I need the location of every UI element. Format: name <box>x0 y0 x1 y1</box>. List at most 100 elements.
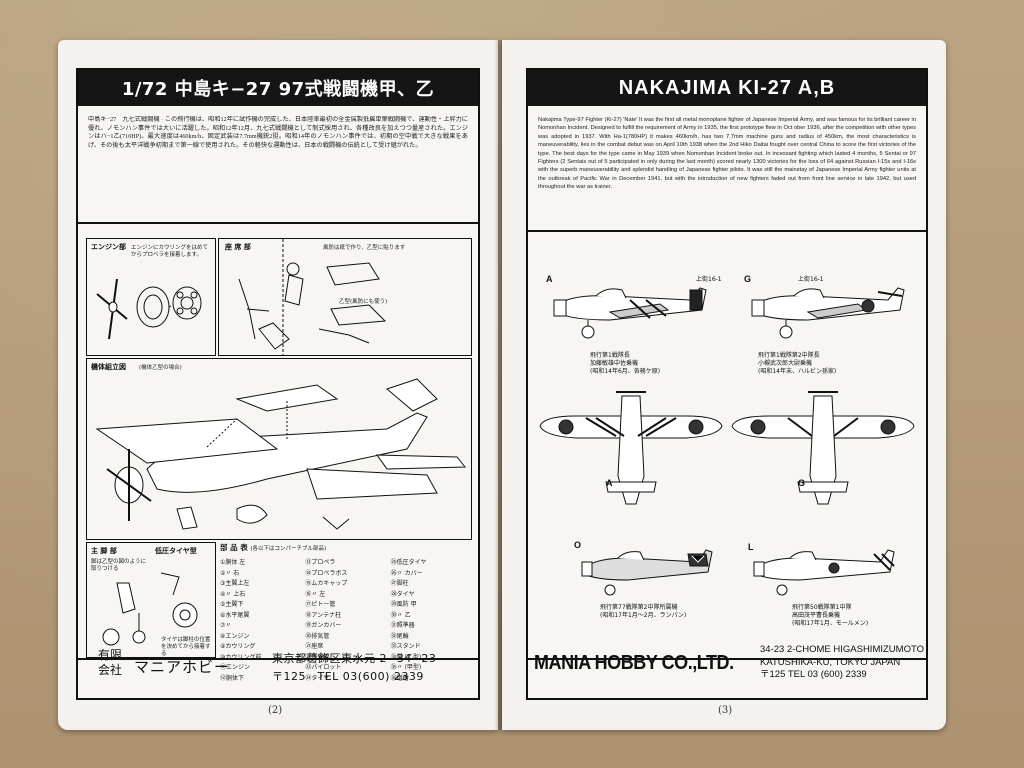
parts-list-item: ⑰ピトー管 <box>305 601 336 608</box>
parts-list-item: ④〃 上右 <box>220 590 246 598</box>
parts-list-item: ⑯〃 左 <box>305 590 326 598</box>
parts-list-item: ㉜尾輪 <box>390 632 409 640</box>
engine-diagram <box>96 278 202 340</box>
parts-list-item: ①胴体 左 <box>220 559 246 566</box>
instruction-booklet: 1/72 中島キ−27 97式戦闘機甲、乙 中島キ−27 九七式戦闘機 · この… <box>58 40 958 740</box>
parts-list-item: ㉔タイヤ <box>305 674 330 682</box>
profile-a-caption-2: 加藤敏雄中佐乗機 <box>590 360 639 367</box>
parts-list-item: ②〃 右 <box>220 569 240 577</box>
tire-note: タイヤは脚柱の位置を決めてから接着する <box>161 637 211 657</box>
right-page-title: NAKAJIMA KI-27 A,B <box>528 70 926 106</box>
company-type: 有限会社 <box>98 648 123 677</box>
plan-view-g <box>731 391 915 505</box>
parts-list-item: ㉟〃 (甲型) <box>390 664 422 671</box>
fuselage-note: (機体乙型の場合) <box>139 365 182 371</box>
parts-list-item: ㉗脚柱 <box>390 580 409 587</box>
profile-g-side-view <box>751 287 905 339</box>
parts-list-item: ⑨カウリング <box>220 643 256 650</box>
profile-g-letter: G <box>744 274 752 284</box>
address-line-3: 〒125 TEL 03 (600) 2339 <box>760 669 867 680</box>
address-line-2: KATUSHIKA-KU, TOKYO JAPAN <box>760 656 901 668</box>
divider <box>528 230 926 232</box>
plan-a-letter: A <box>606 478 613 488</box>
fuselage-assembly-box: 機体組立図 (機体乙型の場合) <box>86 358 472 540</box>
company-name: マニアホビー <box>134 658 231 676</box>
plan-view-a <box>539 391 723 505</box>
gear-diagram <box>102 572 198 646</box>
parts-list-item: ⑬プロペラ <box>305 559 336 566</box>
parts-list-item: ⑳排気管 <box>305 632 330 640</box>
cockpit-note-1: 風防は紙で作り、乙型に貼ります <box>323 245 406 251</box>
cockpit-box-label: 座 席 部 <box>225 243 251 251</box>
parts-list-title: 部 品 表 (各以下はコンパーチブル部品) <box>220 542 470 553</box>
parts-list-item: ㉚〃 乙 <box>390 611 411 619</box>
parts-list-item: ㉛照準器 <box>390 622 415 629</box>
profile-a-marking: 上街16-1 <box>696 276 722 283</box>
profile-l-caption-3: (昭和17年1月、モールメン) <box>792 620 869 627</box>
profile-l-caption-1: 飛行第50戦隊第1中隊 <box>792 604 852 611</box>
right-page-description: Nakajima Type-97 Fighter (Ki-27) 'Nate' … <box>538 117 916 191</box>
parts-list-item: ⑮ムカキャップ <box>305 580 348 587</box>
parts-title-text: 部 品 表 <box>220 543 248 552</box>
right-footer: MANIA HOBBY CO.,LTD. 34-23 2-CHOME HIGAS… <box>526 634 928 696</box>
parts-list: 部 品 表 (各以下はコンパーチブル部品) ①胴体 左 ⑬プロペラ ㉕低圧タイヤ ②〃… <box>220 542 470 682</box>
parts-list-item: ③主翼上左 <box>220 580 250 587</box>
parts-list-item: ㉓パイロット <box>305 664 342 671</box>
profile-o-side-view <box>581 549 713 596</box>
cockpit-diagram <box>238 239 387 355</box>
footer-divider <box>528 658 926 660</box>
footer-divider <box>78 658 478 660</box>
profile-l-side-view <box>753 549 895 596</box>
divider <box>78 222 478 224</box>
parts-list-item: ⑲ガンカバー <box>305 622 342 629</box>
left-page-description: 中島キ−27 九七式戦闘機 · この飛行機は、昭和12年に試作機の完成した、日本… <box>88 116 468 150</box>
parts-list-item: ㉑座席 <box>305 643 324 650</box>
profile-o-letter: O <box>574 540 582 550</box>
parts-list-item: ㊱増槽 <box>390 674 409 682</box>
left-page-title: 1/72 中島キ−27 97式戦闘機甲、乙 <box>78 70 478 106</box>
address-line-1: 34-23 2-CHOME HIGASHIMIZUMOTO <box>760 644 924 655</box>
profile-o-caption-2: (昭和17年1月〜2月、ランパン) <box>600 612 687 619</box>
profile-l-caption-2: 高田茂平曹長乗機 <box>792 612 841 619</box>
left-page-number: (2) <box>268 705 283 716</box>
parts-list-item: ⑫胴体下 <box>220 674 245 682</box>
cockpit-note-2: 乙型(風防にも使う) <box>339 299 388 305</box>
tire-box-label: 低圧タイヤ型 <box>155 547 197 555</box>
engine-note: エンジンにカウリングをはめてからプロペラを接着します。 <box>131 245 209 258</box>
parts-list-item: ㉘タイヤ <box>390 590 415 598</box>
parts-list-item: ㉞脚 (乙型) <box>390 653 422 661</box>
profile-a-side-view <box>553 287 707 339</box>
profile-g-marking: 上街16-1 <box>798 276 824 283</box>
engine-assembly-box: エンジン部 エンジンにカウリングをはめてからプロペラを接着します。 <box>86 238 216 356</box>
right-page-frame: NAKAJIMA KI-27 A,B Nakajima Type-97 Figh… <box>526 68 928 700</box>
gear-note: 脚は乙型の図のように取りつける <box>91 559 147 572</box>
left-page-frame: 1/72 中島キ−27 97式戦闘機甲、乙 中島キ−27 九七式戦闘機 · この… <box>76 68 480 700</box>
left-page: 1/72 中島キ−27 97式戦闘機甲、乙 中島キ−27 九七式戦闘機 · この… <box>58 40 498 730</box>
company-brand: MANIA HOBBY CO.,LTD. <box>534 652 734 674</box>
parts-list-item: ㉝スタンド <box>390 643 421 650</box>
fuselage-exploded-diagram <box>95 378 467 530</box>
company-address-en: 34-23 2-CHOME HIGASHIMIZUMOTO KATUSHIKA-… <box>760 644 924 682</box>
profile-a-caption-3: (昭和14年6月、各務ケ原) <box>590 368 661 375</box>
profile-g-caption-2: 小槻武次郎大尉乗機 <box>758 360 813 367</box>
landing-gear-box: 主 脚 部 低圧タイヤ型 脚は乙型の図のように取りつける タイヤは脚柱の位置を決… <box>86 542 216 658</box>
parts-list-item: ⑦〃 <box>220 622 232 629</box>
profile-a-letter: A <box>546 274 553 284</box>
parts-list-item: ⑥水平尾翼 <box>220 611 250 619</box>
engine-box-label: エンジン部 <box>91 243 126 251</box>
profile-a-caption-1: 飛行第1戦隊長 <box>590 352 630 359</box>
parts-list-item: ㉒操縦桿 <box>305 653 330 661</box>
parts-list-item: ⑧エンジン <box>220 632 250 640</box>
profile-l-letter: L <box>748 542 754 552</box>
parts-list-item: ㉕低圧タイヤ <box>390 559 427 566</box>
right-page: NAKAJIMA KI-27 A,B Nakajima Type-97 Figh… <box>502 40 946 730</box>
fuselage-box-label: 機体組立図 <box>91 363 126 371</box>
left-footer: 有限会社 マニアホビー 東京都葛飾区東水元 2−34−23 〒125 TEL 0… <box>76 634 480 696</box>
gear-box-label: 主 脚 部 <box>91 547 117 555</box>
parts-list-item: ⑱アンテナ柱 <box>305 611 342 619</box>
company-address: 東京都葛飾区東水元 2−34−23 <box>272 652 437 665</box>
parts-list-item: ⑤主翼下 <box>220 601 244 608</box>
company-tel: 〒125 TEL 03(600) 2339 <box>272 670 424 683</box>
profile-o-caption-1: 飛行第77戦隊第2中隊所属機 <box>600 604 678 611</box>
